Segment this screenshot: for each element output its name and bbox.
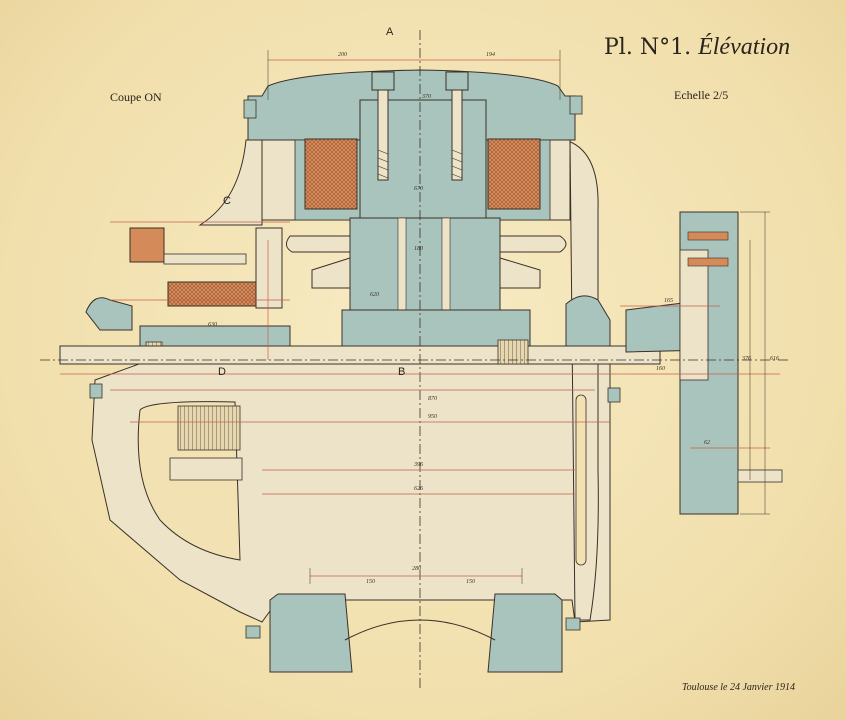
dim-626: 626 xyxy=(414,486,423,492)
dim-870: 870 xyxy=(428,396,437,402)
dim-top-right: 194 xyxy=(486,52,495,58)
collector-ring xyxy=(167,281,257,307)
right-bolt xyxy=(445,71,469,181)
left-foot xyxy=(269,593,353,673)
left-field-coil xyxy=(304,138,358,210)
section-mark-a: A xyxy=(386,26,394,38)
section-caption: Coupe ON xyxy=(110,90,162,104)
right-field-coil xyxy=(487,138,541,210)
main-shaft xyxy=(59,345,661,365)
plate-title: Pl. N°1. Élévation xyxy=(604,34,790,61)
dim-370: 370 xyxy=(422,94,431,100)
right-foot xyxy=(487,593,563,673)
rotor-arm-right xyxy=(499,235,567,253)
oil-cup-right xyxy=(565,295,611,347)
dimension-lines xyxy=(60,59,780,577)
dim-165: 165 xyxy=(664,298,673,304)
pulley-copper-b xyxy=(687,257,729,267)
brush-arm xyxy=(163,253,247,265)
dim-top-left: 200 xyxy=(338,52,347,58)
dim-630: 630 xyxy=(208,322,217,328)
dim-150-right: 150 xyxy=(466,579,475,585)
section-mark-b: B xyxy=(398,366,406,378)
fasteners xyxy=(89,95,621,639)
pulley-bore xyxy=(679,249,709,381)
dim-670: 670 xyxy=(414,186,423,192)
section-mark-c: C xyxy=(223,195,231,207)
plate-prefix: Pl. xyxy=(604,35,633,60)
right-rib xyxy=(564,139,599,621)
dim-160: 160 xyxy=(656,366,665,372)
brush-support xyxy=(255,227,283,309)
pulley-copper-a xyxy=(687,231,729,241)
dim-396: 396 xyxy=(414,462,423,468)
left-bolt xyxy=(371,71,395,181)
output-stub xyxy=(737,469,783,483)
brush-holder xyxy=(129,227,165,263)
plate-name: Élévation xyxy=(698,34,791,60)
dim-616: 616 xyxy=(770,356,779,362)
plate-number: N°1. xyxy=(639,35,692,60)
footer-date: Toulouse le 24 Janvier 1914 xyxy=(682,682,795,693)
left-side-cover xyxy=(198,139,263,226)
section-mark-d: D xyxy=(218,366,226,378)
dim-950: 950 xyxy=(428,414,437,420)
fan-fins xyxy=(177,405,241,451)
rotor-arm-left xyxy=(286,235,351,253)
scale-caption: Echelle 2/5 xyxy=(674,88,729,102)
extension-lines xyxy=(267,50,770,584)
bearing-housing-left xyxy=(139,325,291,349)
lower-bracket xyxy=(169,457,243,481)
dim-150-left: 150 xyxy=(366,579,375,585)
oil-cup-left xyxy=(85,297,133,331)
dim-180: 180 xyxy=(414,246,423,252)
dim-62: 62 xyxy=(704,440,710,446)
dim-280: 280 xyxy=(412,566,421,572)
dim-376: 376 xyxy=(742,356,751,362)
rib-slot xyxy=(575,394,587,566)
dim-620: 620 xyxy=(370,292,379,298)
